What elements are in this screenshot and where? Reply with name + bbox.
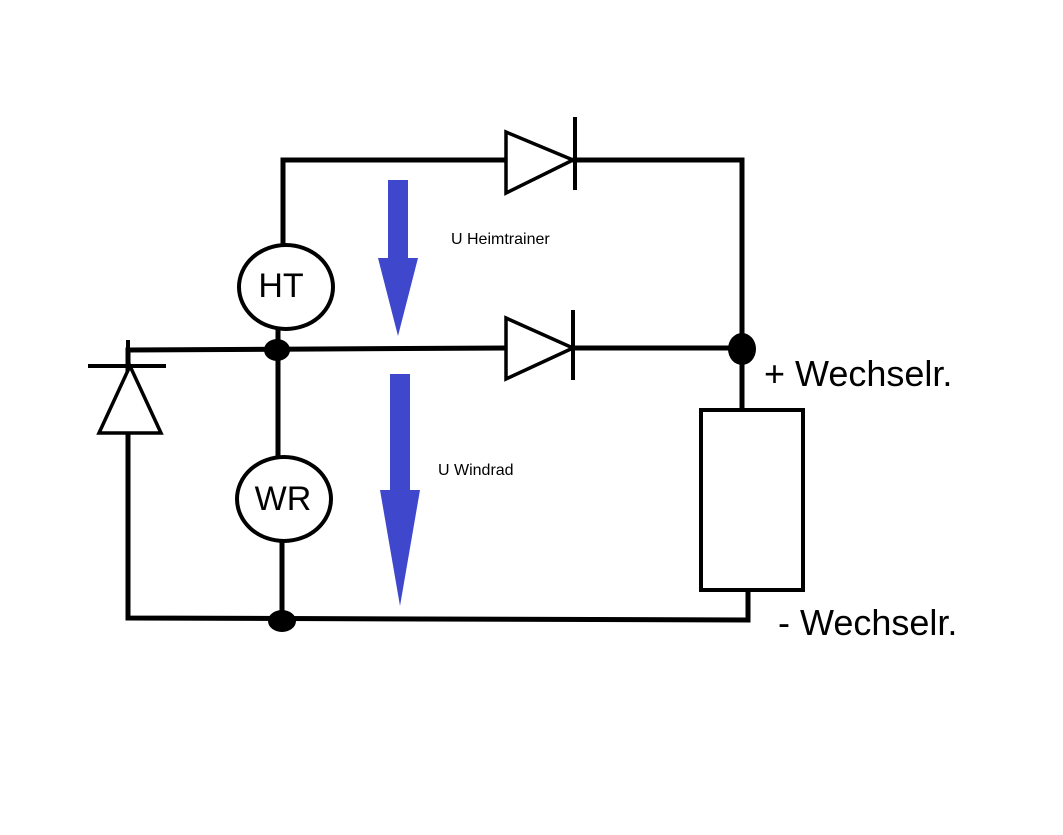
label-u-windrad: U Windrad (438, 462, 514, 479)
diode-left (88, 340, 166, 435)
diode-middle (504, 310, 578, 382)
junction-positive (728, 333, 756, 365)
generator-ht-label: HT (258, 267, 303, 305)
wire-top-loop (280, 157, 745, 351)
generator-wr-label: WR (255, 480, 312, 518)
label-positive-terminal: + Wechselr. (764, 353, 952, 394)
wire-middle (125, 345, 745, 353)
label-negative-terminal: - Wechselr. (778, 602, 957, 643)
voltage-arrow-heimtrainer (378, 180, 418, 336)
voltage-arrow-windrad (380, 374, 420, 606)
junction-middle-left (264, 339, 290, 361)
load-resistor (699, 408, 805, 592)
diode-top (504, 117, 578, 196)
wire-left-bottom (125, 347, 751, 623)
generator-ht: HT (237, 243, 335, 331)
generator-wr: WR (235, 455, 333, 543)
junction-bottom (268, 610, 296, 632)
label-u-heimtrainer: U Heimtrainer (451, 231, 550, 248)
